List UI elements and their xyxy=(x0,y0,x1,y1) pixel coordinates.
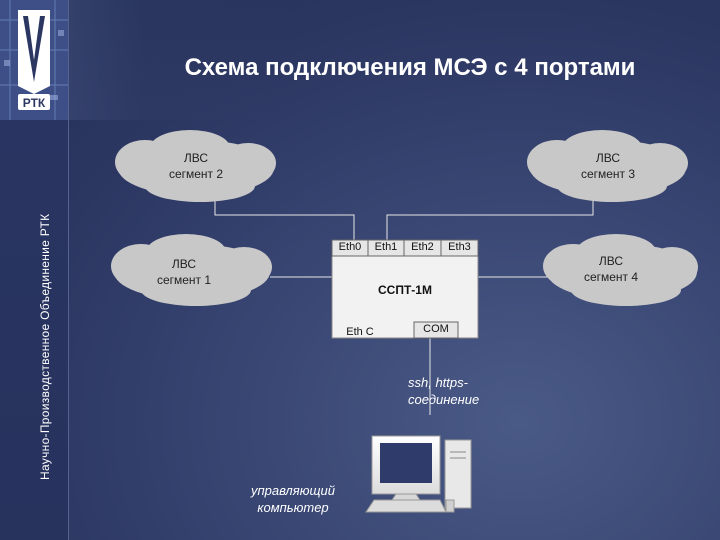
port-eth1: Eth1 xyxy=(374,241,398,253)
cloud-seg3 xyxy=(527,130,688,202)
logo-text: РТК xyxy=(23,96,46,110)
firewall-device xyxy=(331,239,479,339)
connection-label-line1: ssh, https- xyxy=(408,375,468,390)
port-com: COM xyxy=(423,323,449,335)
cloud-seg4-label: ЛВС сегмент 4 xyxy=(556,253,666,285)
cloud-seg4-subtitle: сегмент 4 xyxy=(583,270,639,284)
computer-icon xyxy=(365,435,472,513)
cloud-seg2-title: ЛВС xyxy=(183,151,209,165)
cloud-seg1-subtitle: сегмент 1 xyxy=(156,273,212,287)
port-eth0: Eth0 xyxy=(338,241,362,253)
port-eth3: Eth3 xyxy=(448,241,471,253)
cloud-seg4 xyxy=(543,234,698,306)
cloud-seg1-label: ЛВС сегмент 1 xyxy=(129,256,239,288)
computer-label-line1: управляющий xyxy=(250,483,336,498)
logo-background: РТК xyxy=(0,0,68,120)
sidebar-divider xyxy=(68,0,69,540)
cloud-seg3-label: ЛВС сегмент 3 xyxy=(553,150,663,182)
device-name: ССПТ-1М xyxy=(378,283,432,297)
computer-label-line2: компьютер xyxy=(257,500,329,515)
port-eth-c: Eth C xyxy=(346,326,374,338)
cloud-seg2 xyxy=(115,130,276,202)
cloud-seg4-title: ЛВС xyxy=(598,254,624,268)
rtk-logo-icon: РТК xyxy=(18,10,50,110)
computer-label: управляющий компьютер xyxy=(238,482,348,516)
cloud-seg3-title: ЛВС xyxy=(595,151,621,165)
port-eth2: Eth2 xyxy=(411,241,434,253)
cloud-seg2-label: ЛВС сегмент 2 xyxy=(141,150,251,182)
cloud-seg1 xyxy=(111,234,272,306)
connection-label: ssh, https- соединение xyxy=(408,374,479,408)
connection-label-line2: соединение xyxy=(408,392,480,407)
cloud-seg3-subtitle: сегмент 3 xyxy=(580,167,636,181)
page-title: Схема подключения МСЭ с 4 портами xyxy=(184,54,636,81)
cloud-seg1-title: ЛВС xyxy=(171,257,197,271)
header-band xyxy=(0,0,720,120)
cloud-seg2-subtitle: сегмент 2 xyxy=(168,167,224,181)
